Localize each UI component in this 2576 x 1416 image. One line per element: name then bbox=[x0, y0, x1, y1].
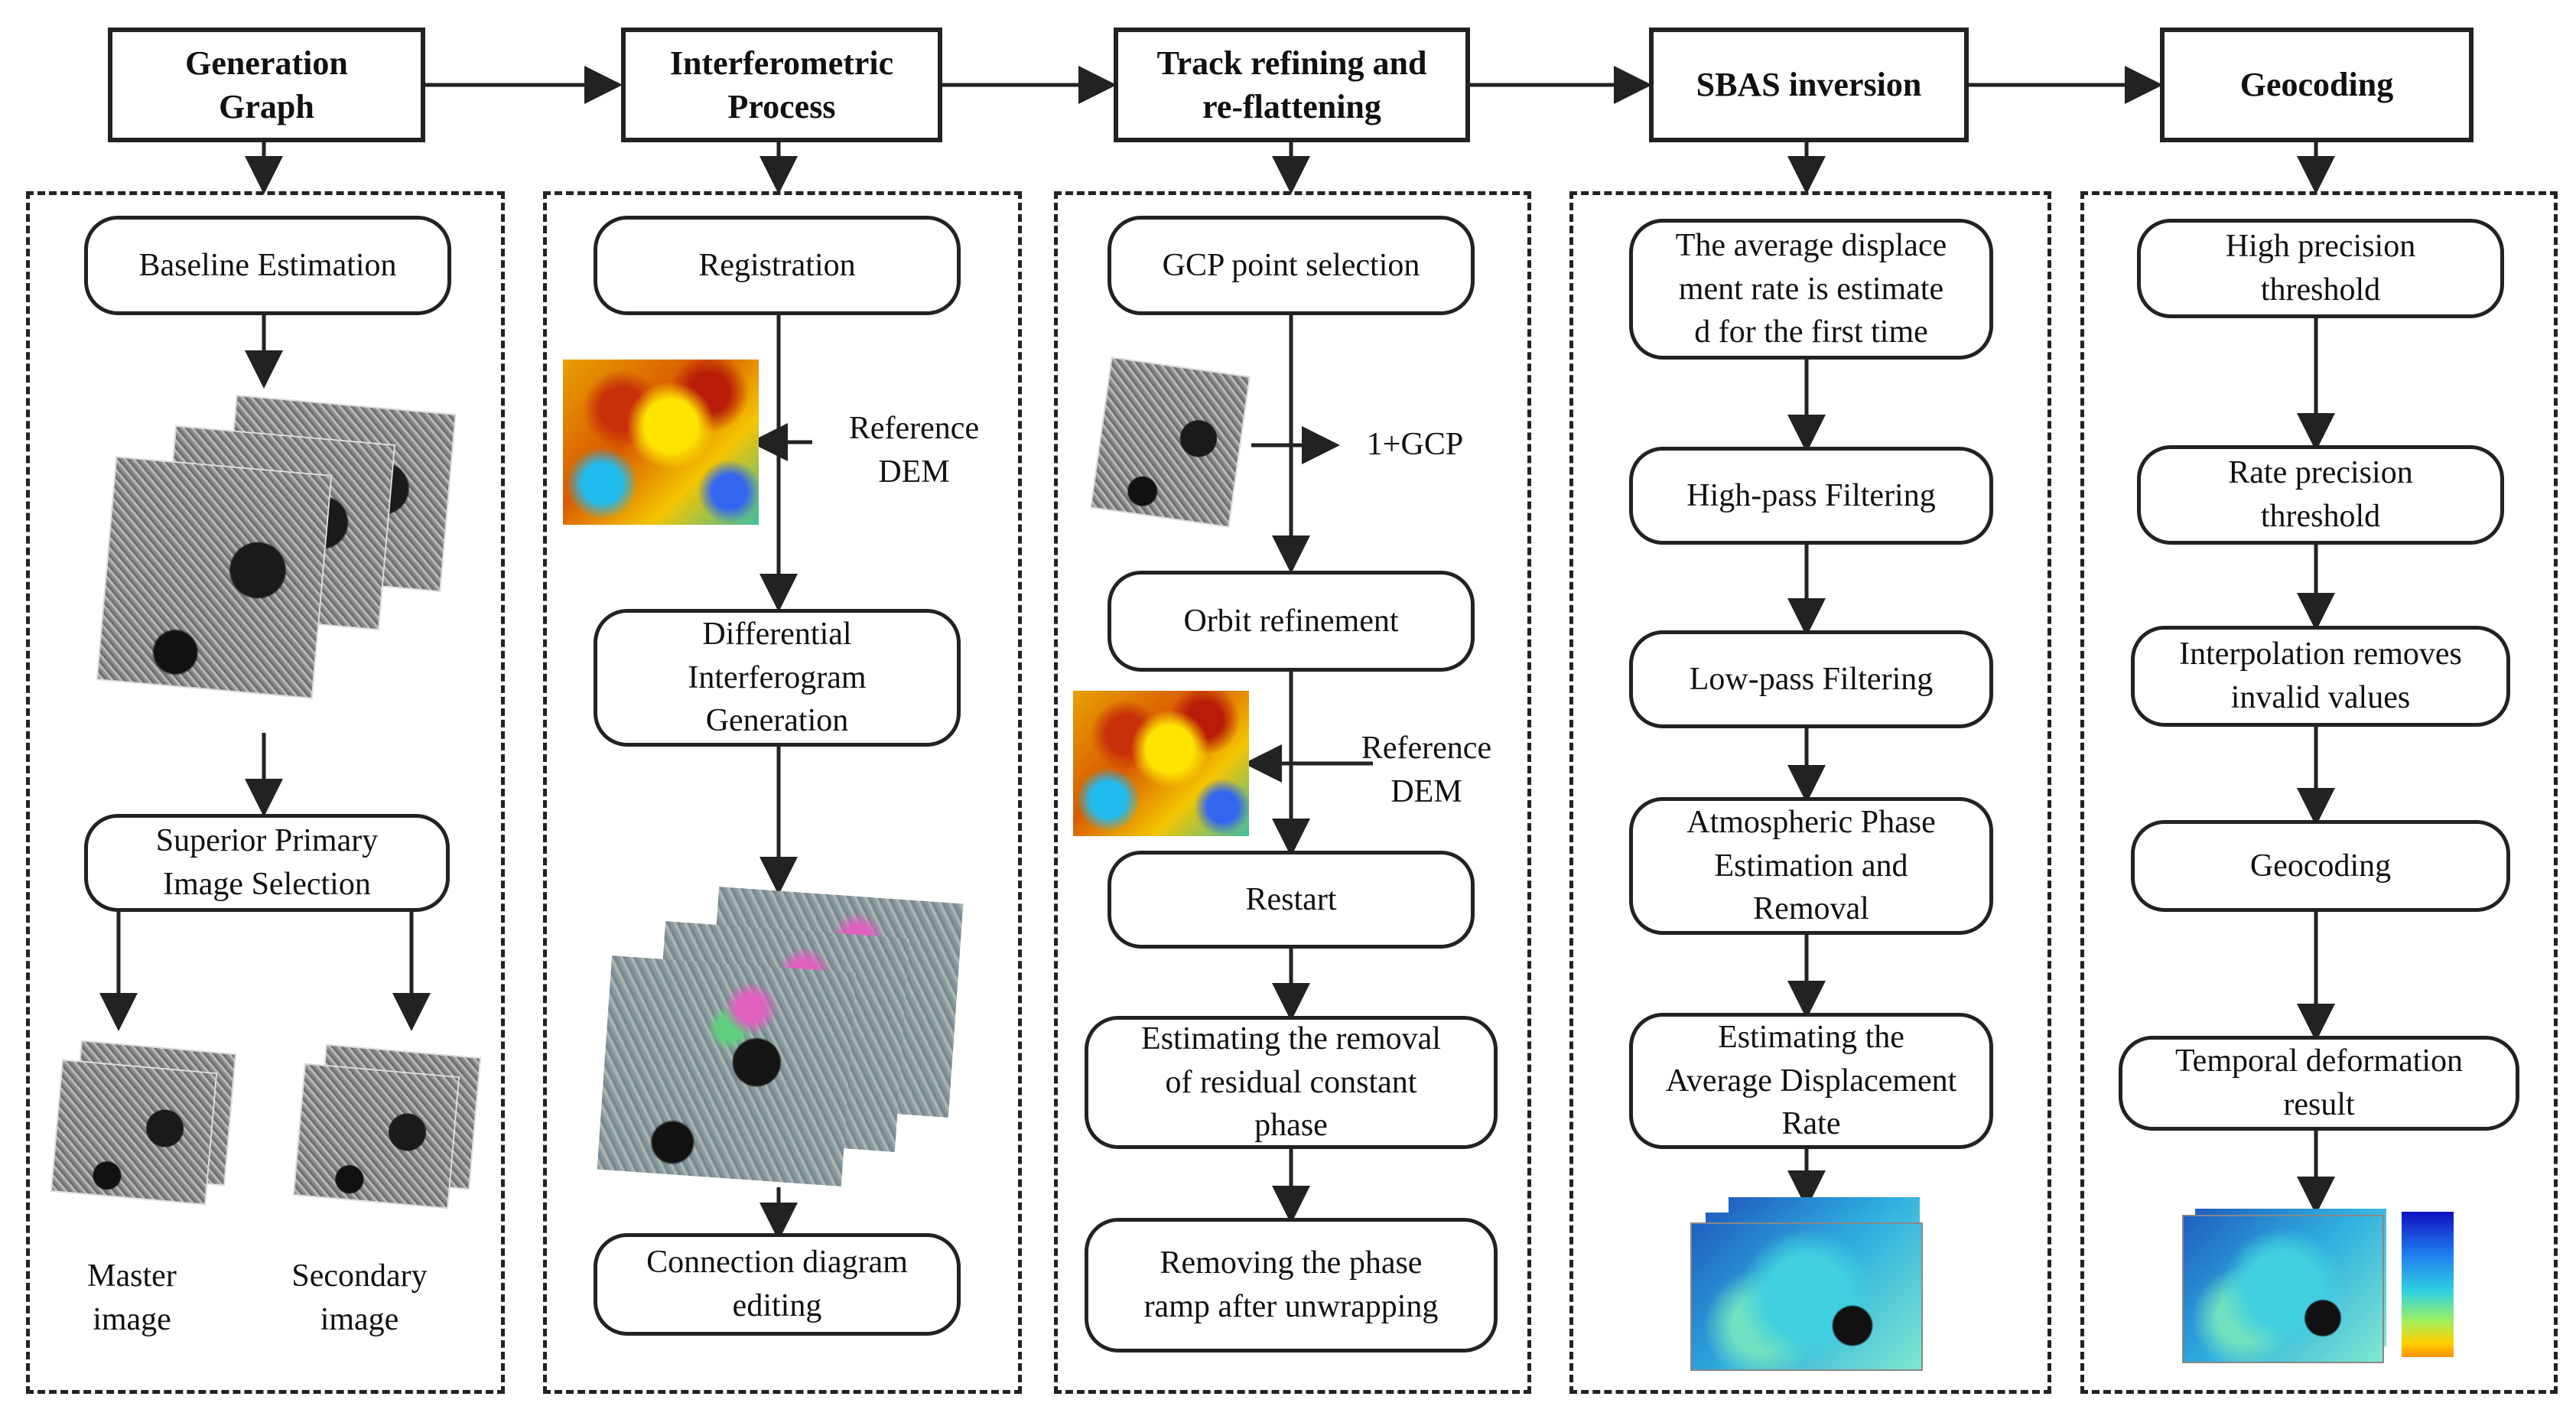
stage-generation-graph: Generation Graph bbox=[108, 28, 425, 142]
dem-image bbox=[563, 360, 759, 525]
step-residual-constant-phase: Estimating the removal of residual const… bbox=[1085, 1016, 1498, 1149]
step-lowpass-filtering: Low-pass Filtering bbox=[1629, 630, 1993, 728]
reference-dem-label: Reference DEM bbox=[848, 411, 980, 490]
master-image-label: Master image bbox=[87, 1258, 177, 1337]
step-orbit-refinement: Orbit refinement bbox=[1107, 571, 1475, 672]
one-gcp-label: 1+GCP bbox=[1366, 427, 1464, 462]
step-connection-diagram-editing: Connection diagram editing bbox=[594, 1233, 961, 1336]
step-restart: Restart bbox=[1107, 851, 1475, 949]
step-temporal-deformation-result: Temporal deformation result bbox=[2119, 1036, 2519, 1131]
step-interpolation: Interpolation removes invalid values bbox=[2131, 626, 2510, 727]
deformation-map-result bbox=[2184, 1216, 2382, 1362]
secondary-image-label: Secondary image bbox=[291, 1258, 428, 1337]
step-rate-precision-threshold: Rate precision threshold bbox=[2137, 445, 2504, 545]
master-image-thumbnail bbox=[51, 1060, 216, 1204]
stage-geocoding: Geocoding bbox=[2160, 28, 2474, 142]
step-geocoding: Geocoding bbox=[2131, 820, 2510, 912]
step-atmospheric-phase: Atmospheric Phase Estimation and Removal bbox=[1629, 797, 1993, 935]
step-superior-primary-image: Superior Primary Image Selection bbox=[84, 814, 450, 912]
dem-image-track bbox=[1073, 691, 1249, 836]
stage-sbas-inversion: SBAS inversion bbox=[1649, 28, 1969, 142]
stage-track-refining: Track refining and re-flattening bbox=[1114, 28, 1470, 142]
step-high-precision-threshold: High precision threshold bbox=[2137, 219, 2504, 318]
sar-image-stack-front bbox=[97, 457, 331, 698]
velocity-map-result bbox=[1692, 1224, 1921, 1369]
step-highpass-filtering: High-pass Filtering bbox=[1629, 447, 1993, 545]
step-average-displacement-rate: Estimating the Average Displacement Rate bbox=[1629, 1013, 1993, 1149]
gcp-sar-image bbox=[1091, 358, 1249, 526]
step-differential-interferogram: Differential Interferogram Generation bbox=[594, 609, 961, 747]
step-phase-ramp-removal: Removing the phase ramp after unwrapping bbox=[1085, 1218, 1498, 1353]
interferogram-stack-front bbox=[597, 955, 857, 1187]
step-gcp-point-selection: GCP point selection bbox=[1107, 216, 1475, 315]
step-baseline-estimation: Baseline Estimation bbox=[84, 216, 451, 315]
stage-interferometric-process: Interferometric Process bbox=[621, 28, 942, 142]
deformation-colorbar bbox=[2402, 1212, 2454, 1357]
secondary-image-thumbnail bbox=[294, 1064, 459, 1208]
step-registration: Registration bbox=[594, 216, 961, 315]
step-average-displacement-first: The average displace ment rate is estima… bbox=[1629, 219, 1993, 360]
reference-dem-label-track: Reference DEM bbox=[1361, 731, 1492, 809]
